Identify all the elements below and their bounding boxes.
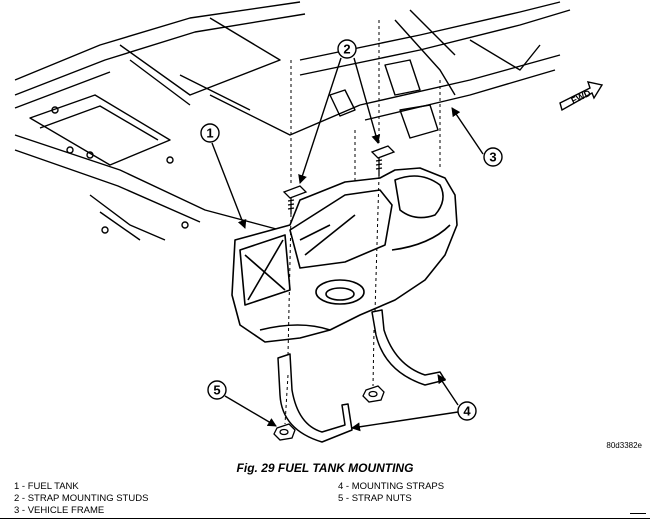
svg-text:3: 3 [489,150,496,165]
legend-item-fuel-tank: 1 - FUEL TANK [14,481,79,492]
legend-item-vehicle-frame: 3 - VEHICLE FRAME [14,505,105,516]
callout-4: 4 [457,401,477,421]
svg-text:4: 4 [463,404,471,419]
figure-code: 80d3382e [606,441,642,450]
bottom-rule [0,518,650,519]
bottom-rule-tick [630,513,646,514]
legend-item-mounting-straps: 4 - MOUNTING STRAPS [338,481,445,492]
svg-text:2: 2 [343,42,350,57]
fwd-arrow: FWD [559,81,604,112]
strap-nuts [273,385,385,441]
callout-3: 3 [483,147,503,167]
svg-text:5: 5 [213,383,220,398]
callout-2: 2 [337,39,357,59]
callout-leaders [211,57,484,432]
fuel-tank-diagram: FWD 1 2 3 4 5 [14,1,604,443]
callout-1: 1 [200,123,220,143]
vehicle-frame [14,1,571,241]
svg-text:1: 1 [206,126,213,141]
strap-mounting-studs [282,145,396,214]
legend-right-column: 4 - MOUNTING STRAPS 5 - STRAP NUTS [338,481,444,505]
alignment-lines [284,20,441,425]
legend-item-strap-mounting-studs: 2 - STRAP MOUNTING STUDS [14,493,149,504]
figure-caption: Fig. 29 FUEL TANK MOUNTING [236,461,414,475]
legend-item-strap-nuts: 5 - STRAP NUTS [338,493,412,504]
callout-5: 5 [207,380,227,400]
legend-left-column: 1 - FUEL TANK 2 - STRAP MOUNTING STUDS 3… [14,481,148,517]
fuel-tank [231,167,458,343]
